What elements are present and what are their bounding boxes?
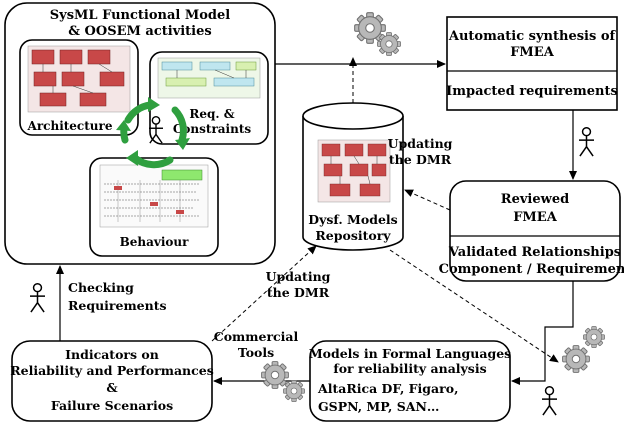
behaviour-thumbnail [99, 164, 209, 228]
requirements-label-2: Constraints [173, 122, 252, 136]
indicators-title-3: & [106, 380, 118, 395]
behaviour-panel[interactable]: Behaviour [89, 157, 219, 257]
actor-icon-formal [541, 386, 558, 416]
architecture-panel[interactable]: Architecture [19, 39, 139, 136]
requirements-label-1: Req. & [189, 107, 234, 121]
indicators-title-4: Failure Scenarios [51, 398, 173, 413]
architecture-thumbnail [27, 45, 131, 113]
functional-model-title-2: & OOSEM activities [68, 24, 211, 39]
checking-requirements-1: Checking [68, 280, 134, 295]
updating-dmr-bottom-2: the DMR [267, 285, 330, 300]
validated-relationships-1: Validated Relationships [448, 245, 621, 260]
gears-icon-bottom-right [562, 326, 605, 373]
fmea-synthesis-title-2: FMEA [510, 45, 555, 60]
requirements-panel[interactable]: Req. & Constraints [149, 51, 269, 145]
indicators-title-1: Indicators on [65, 347, 159, 362]
reviewed-fmea-title-1: Reviewed [501, 192, 569, 207]
reviewed-fmea-box[interactable]: Reviewed FMEA Validated Relationships Co… [439, 180, 624, 282]
fmea-synthesis-box[interactable]: Automatic synthesis of FMEA Impacted req… [446, 16, 618, 111]
repository-label-1: Dysf. Models [308, 212, 397, 227]
repository-label-2: Repository [315, 228, 391, 243]
formal-models-languages-2: GSPN, MP, SAN… [318, 399, 439, 414]
indicators-title-2: Reliability and Performances [10, 363, 214, 378]
updating-dmr-top-1: Updating [388, 136, 453, 151]
formal-models-box[interactable]: Models in Formal Languages for reliabili… [309, 340, 511, 422]
commercial-tools-2: Tools [238, 345, 274, 360]
actor-icon-checking [29, 283, 46, 313]
fmea-synthesis-title-1: Automatic synthesis of [448, 29, 617, 44]
impacted-requirements-label: Impacted requirements [446, 84, 618, 99]
checking-requirements-2: Requirements [68, 298, 167, 313]
actor-icon-fmea [578, 127, 595, 157]
cycle-arrowheads [116, 97, 190, 166]
architecture-label: Architecture [27, 119, 113, 133]
functional-model-title-1: SysML Functional Model [50, 8, 231, 23]
updating-dmr-bottom-1: Updating [266, 269, 331, 284]
formal-models-languages-1: AltaRica DF, Figaro, [317, 381, 458, 396]
validated-relationships-2: Component / Requirement [439, 262, 624, 277]
repository-cylinder[interactable]: Dysf. Models Repository [302, 102, 404, 251]
indicators-box[interactable]: Indicators on Reliability and Performanc… [10, 340, 214, 422]
commercial-tools-1: Commercial [214, 329, 299, 344]
requirements-thumbnail [157, 57, 261, 99]
functional-model-box[interactable]: SysML Functional Model & OOSEM activitie… [4, 2, 276, 265]
formal-models-title-2: for reliability analysis [333, 361, 486, 376]
reviewed-fmea-title-2: FMEA [513, 210, 558, 225]
database-icon [317, 139, 391, 203]
formal-models-title-1: Models in Formal Languages [309, 346, 511, 361]
gears-icon-top [354, 12, 401, 56]
updating-dmr-top-2: the DMR [389, 152, 452, 167]
behaviour-label: Behaviour [120, 235, 190, 249]
